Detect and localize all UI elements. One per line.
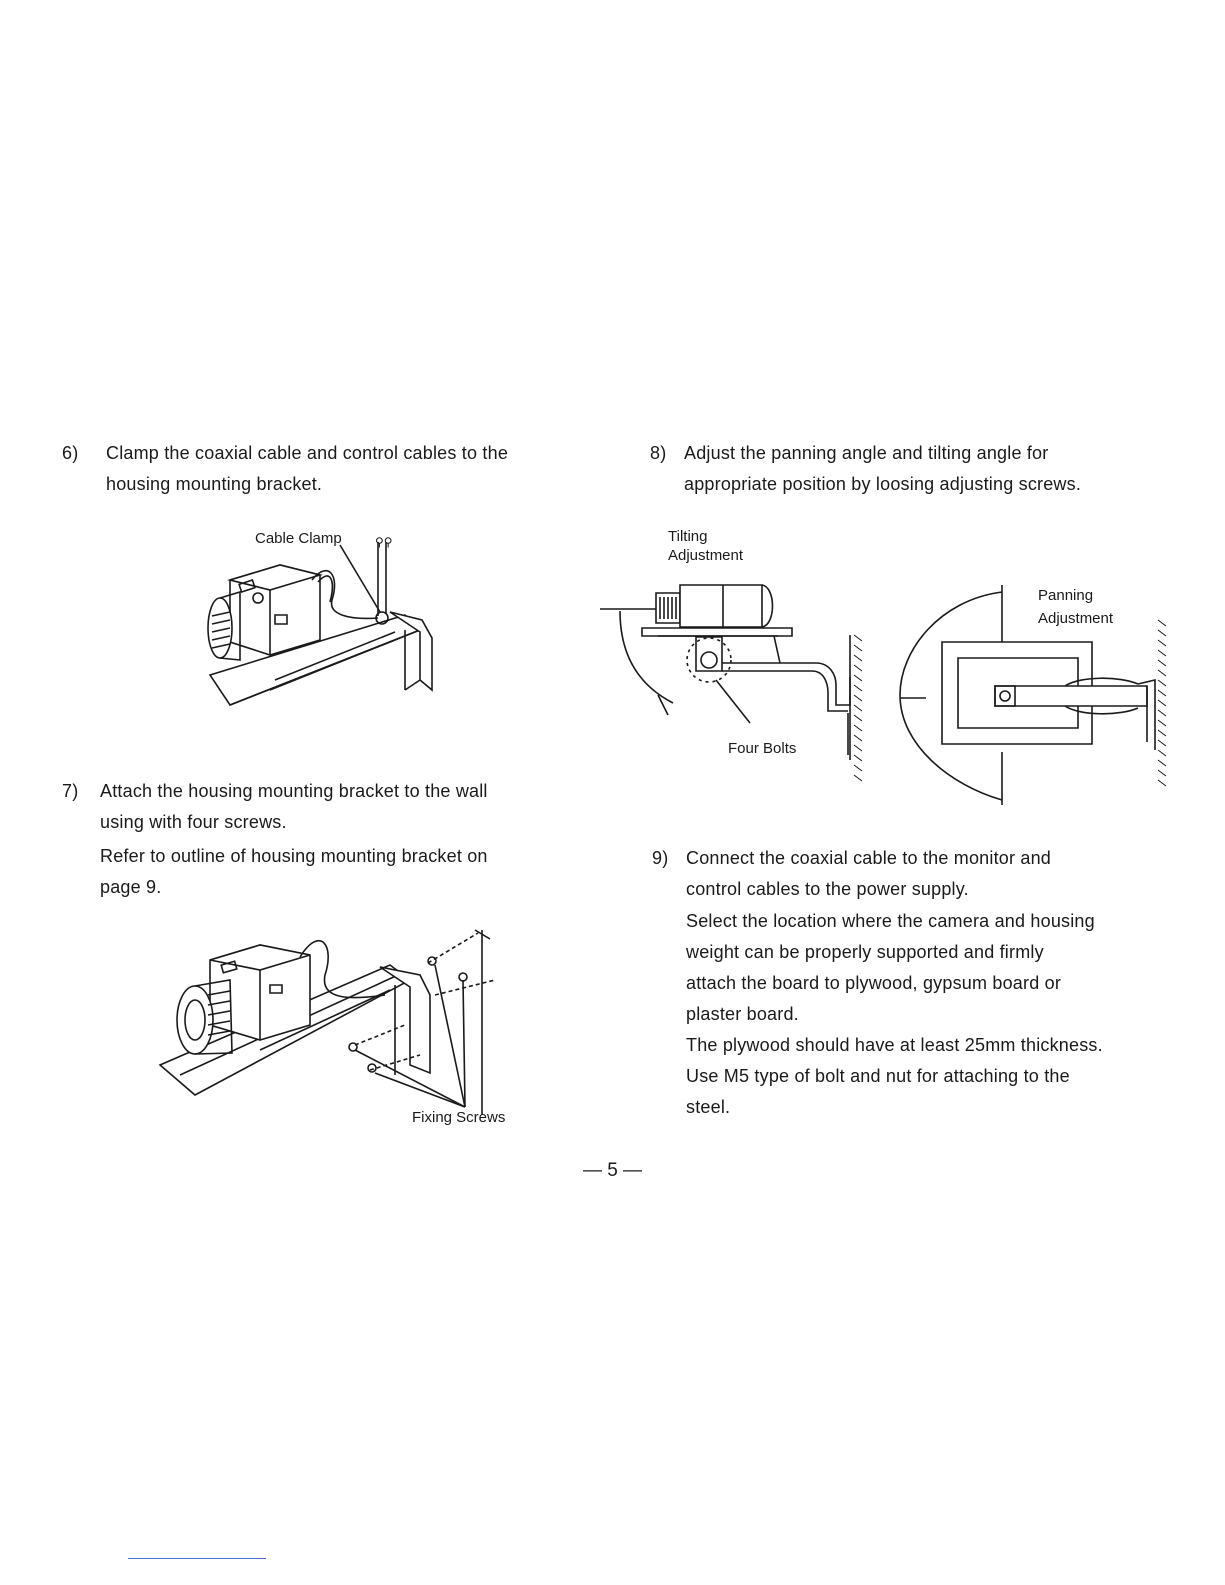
cable-clamp-label: Cable Clamp	[255, 530, 342, 547]
step-text-line: control cables to the power supply.	[686, 879, 969, 899]
tilting-figure: Tilting Adjustment Four Bolts	[598, 528, 898, 795]
screw-icon: ⚲⚲	[375, 535, 393, 549]
step-text-line: plaster board.	[686, 1004, 799, 1024]
step-text-line: Attach the housing mounting bracket to t…	[100, 781, 488, 801]
step-number: 8)	[650, 443, 667, 463]
step-text-line: weight can be properly supported and fir…	[686, 942, 1044, 962]
tilting-label: Adjustment	[668, 547, 744, 564]
step-text-line: Select the location where the camera and…	[686, 911, 1095, 931]
step-text-line: attach the board to plywood, gypsum boar…	[686, 973, 1062, 993]
fixing-screws-figure: Fixing Screws	[150, 925, 505, 1126]
panning-label: Panning	[1038, 587, 1093, 604]
bottom-rule	[128, 1558, 266, 1559]
step-text-line: Refer to outline of housing mounting bra…	[100, 846, 488, 866]
step-number: 9)	[652, 848, 669, 868]
tilting-label: Tilting	[668, 528, 707, 545]
step-number: 6)	[62, 443, 79, 463]
step-text-line: The plywood should have at least 25mm th…	[686, 1035, 1103, 1055]
cable-clamp-figure: Cable Clamp ⚲⚲	[200, 530, 445, 725]
step-text-line: Clamp the coaxial cable and control cabl…	[106, 443, 509, 463]
fixing-screws-label: Fixing Screws	[412, 1109, 505, 1126]
panning-figure: Panning Adjustment	[890, 580, 1180, 808]
step-text-line: steel.	[686, 1097, 731, 1117]
panning-label: Adjustment	[1038, 610, 1114, 627]
step-text-line: page 9.	[100, 877, 162, 897]
page-number: — 5 —	[582, 1160, 643, 1181]
step-text-line: Use M5 type of bolt and nut for attachin…	[686, 1066, 1070, 1086]
step-text-line: housing mounting bracket.	[106, 474, 323, 494]
step-text-line: Adjust the panning angle and tilting ang…	[684, 443, 1049, 463]
step-text-line: Connect the coaxial cable to the monitor…	[686, 848, 1052, 868]
four-bolts-label: Four Bolts	[728, 740, 796, 757]
step-text-line: appropriate position by loosing adjustin…	[684, 474, 1082, 494]
step-number: 7)	[62, 781, 79, 801]
step-text-line: using with four screws.	[100, 812, 287, 832]
